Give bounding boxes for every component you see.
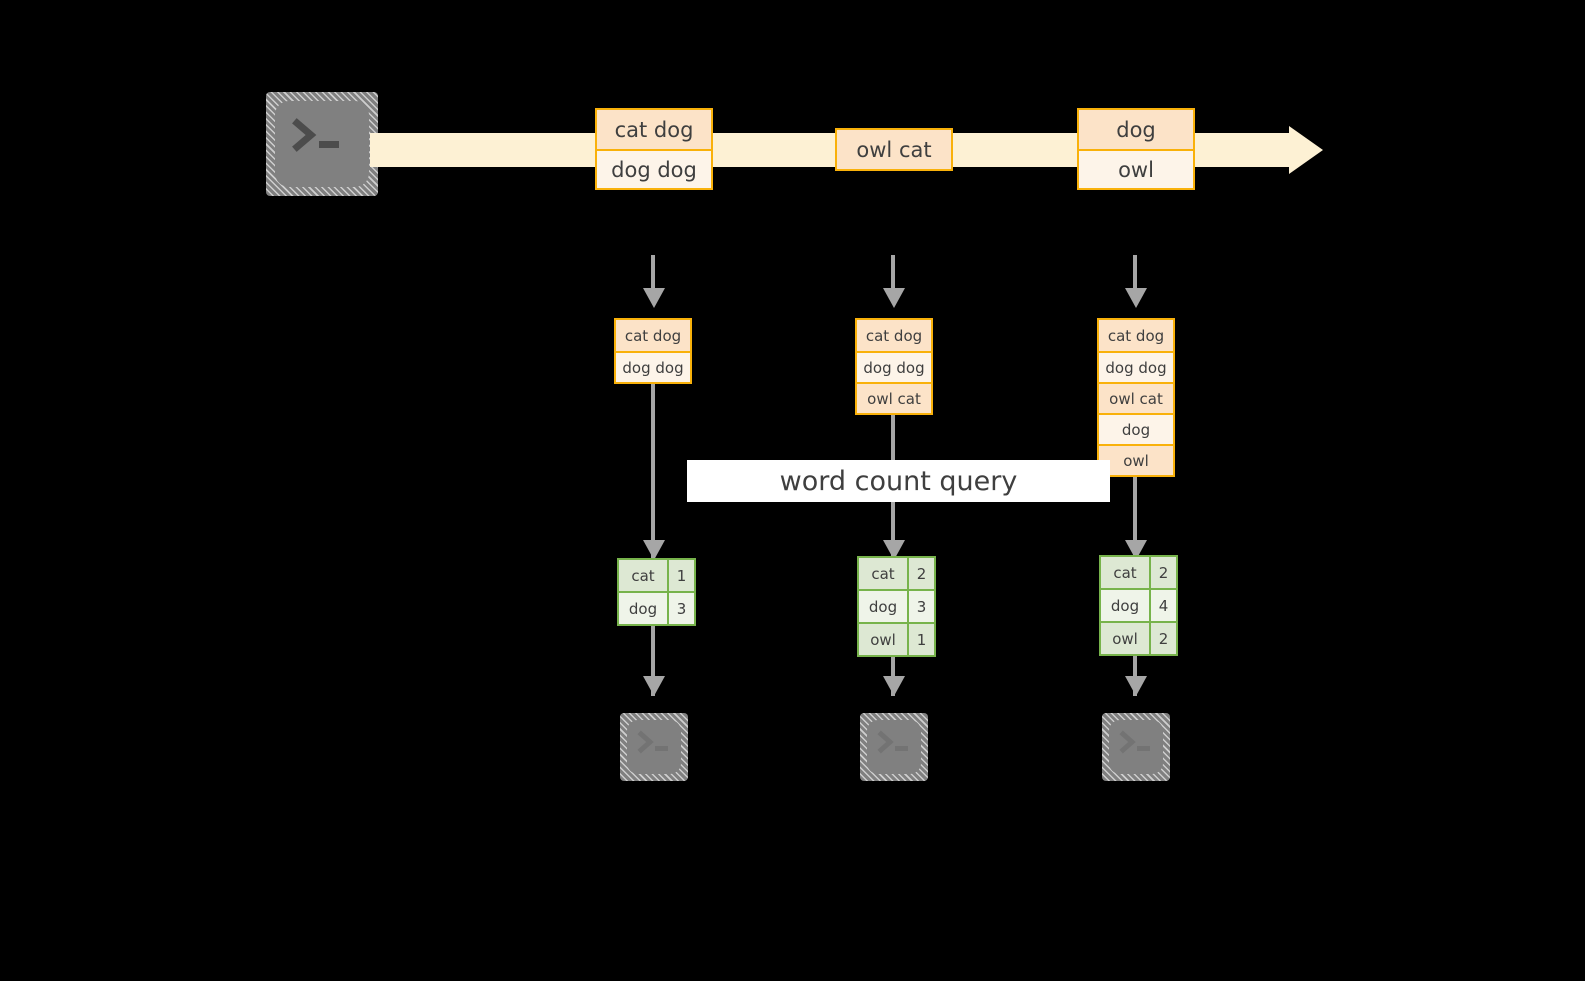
trigger-1-dashed-connector bbox=[651, 255, 655, 293]
result-word: dog bbox=[1101, 590, 1149, 621]
trigger-2-dashed-connector bbox=[891, 255, 895, 293]
trigger-3-dashed-connector bbox=[1133, 255, 1137, 293]
trigger-1-query-connector bbox=[651, 384, 655, 560]
trigger-3-input-table: cat dog dog dog owl cat dog owl bbox=[1097, 318, 1175, 477]
stream-line: dog bbox=[1079, 110, 1193, 149]
terminal-screen bbox=[627, 720, 681, 774]
result-word: cat bbox=[619, 560, 667, 591]
trigger-3-sink-arrowhead-icon bbox=[1125, 676, 1147, 696]
result-count: 2 bbox=[1149, 557, 1176, 588]
prompt-glyph-icon bbox=[292, 118, 339, 152]
input-line: owl bbox=[1099, 444, 1173, 475]
stream-line: owl cat bbox=[837, 130, 951, 169]
trigger-2-dashed-arrowhead-icon bbox=[883, 288, 905, 308]
trigger-2-input-table: cat dog dog dog owl cat bbox=[855, 318, 933, 415]
table-row: owl 1 bbox=[859, 622, 934, 655]
trigger-2-result-table: cat 2 dog 3 owl 1 bbox=[857, 556, 936, 657]
input-line: dog dog bbox=[857, 351, 931, 382]
result-count: 3 bbox=[907, 591, 934, 622]
input-line: cat dog bbox=[616, 320, 690, 351]
terminal-screen bbox=[275, 101, 369, 187]
trigger-1-result-table: cat 1 dog 3 bbox=[617, 558, 696, 626]
table-row: cat 1 bbox=[619, 560, 694, 591]
table-row: dog 4 bbox=[1101, 588, 1176, 621]
table-row: owl 2 bbox=[1101, 621, 1176, 654]
trigger-2-sink-arrowhead-icon bbox=[883, 676, 905, 696]
trigger-3-result-table: cat 2 dog 4 owl 2 bbox=[1099, 555, 1178, 656]
input-line: owl cat bbox=[1099, 382, 1173, 413]
stream-line: owl bbox=[1079, 149, 1193, 188]
table-row: dog 3 bbox=[619, 591, 694, 624]
trigger-3-query-connector bbox=[1133, 477, 1137, 560]
terminal-screen bbox=[1109, 720, 1163, 774]
query-label: word count query bbox=[687, 460, 1110, 502]
table-row: cat 2 bbox=[859, 558, 934, 589]
result-count: 1 bbox=[667, 560, 694, 591]
result-word: cat bbox=[859, 558, 907, 589]
stream-batch-3: dog owl bbox=[1077, 108, 1195, 190]
trigger-3-dashed-arrowhead-icon bbox=[1125, 288, 1147, 308]
stream-line: cat dog bbox=[597, 110, 711, 149]
trigger-1-query-arrowhead-icon bbox=[643, 540, 665, 560]
result-word: dog bbox=[619, 593, 667, 624]
result-count: 1 bbox=[907, 624, 934, 655]
trigger-2-query-arrowhead-icon bbox=[883, 540, 905, 560]
prompt-glyph-icon bbox=[877, 730, 908, 754]
trigger-2-sink-terminal-icon bbox=[860, 713, 928, 781]
prompt-glyph-icon bbox=[1119, 730, 1150, 754]
trigger-1-sink-connector bbox=[651, 622, 655, 696]
table-row: cat 2 bbox=[1101, 557, 1176, 588]
trigger-3-sink-terminal-icon bbox=[1102, 713, 1170, 781]
stream-arrow-head-icon bbox=[1289, 126, 1323, 174]
result-word: cat bbox=[1101, 557, 1149, 588]
result-count: 4 bbox=[1149, 590, 1176, 621]
input-line: dog dog bbox=[616, 351, 690, 382]
result-word: owl bbox=[859, 624, 907, 655]
trigger-2-sink-connector bbox=[891, 652, 895, 696]
trigger-1-sink-arrowhead-icon bbox=[643, 676, 665, 696]
result-count: 2 bbox=[1149, 623, 1176, 654]
trigger-1-dashed-arrowhead-icon bbox=[643, 288, 665, 308]
input-line: dog bbox=[1099, 413, 1173, 444]
terminal-screen bbox=[867, 720, 921, 774]
result-word: dog bbox=[859, 591, 907, 622]
table-row: dog 3 bbox=[859, 589, 934, 622]
trigger-1-sink-terminal-icon bbox=[620, 713, 688, 781]
result-count: 2 bbox=[907, 558, 934, 589]
input-line: cat dog bbox=[1099, 320, 1173, 351]
trigger-3-sink-connector bbox=[1133, 651, 1137, 696]
result-count: 3 bbox=[667, 593, 694, 624]
source-terminal-icon bbox=[266, 92, 378, 196]
input-line: dog dog bbox=[1099, 351, 1173, 382]
stream-batch-2: owl cat bbox=[835, 128, 953, 171]
stream-batch-1: cat dog dog dog bbox=[595, 108, 713, 190]
trigger-1-input-table: cat dog dog dog bbox=[614, 318, 692, 384]
stream-line: dog dog bbox=[597, 149, 711, 188]
result-word: owl bbox=[1101, 623, 1149, 654]
input-line: cat dog bbox=[857, 320, 931, 351]
prompt-glyph-icon bbox=[637, 730, 668, 754]
input-line: owl cat bbox=[857, 382, 931, 413]
